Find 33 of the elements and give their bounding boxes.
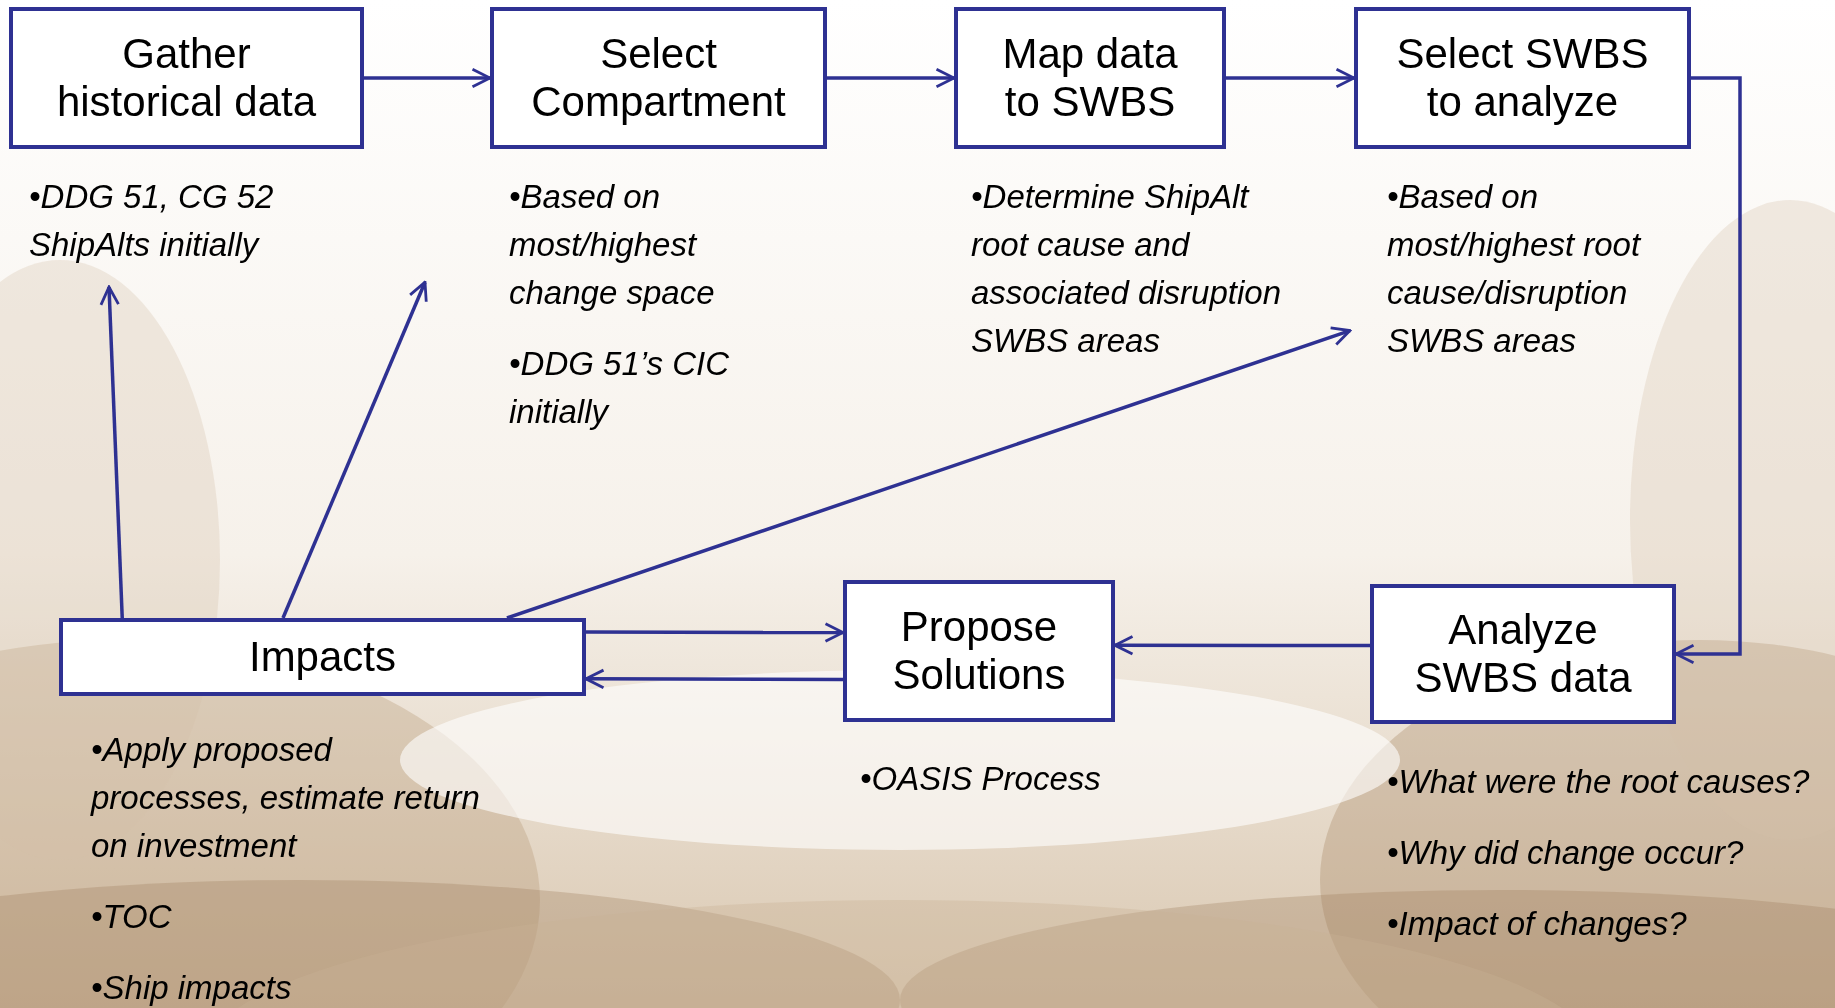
- bullet-text: •Impact of changes?: [1387, 904, 1688, 944]
- bullet-text: •DDG 51, CG 52 ShipAlts initially: [29, 177, 275, 265]
- arrow: [281, 280, 428, 619]
- bullet-text: •Based on most/highest change space: [509, 177, 716, 313]
- bullet-text: •Apply proposed processes, estimate return on investment: [91, 730, 481, 866]
- box-label: Propose Solutions: [891, 602, 1067, 700]
- box-label: Select SWBS to analyze: [1395, 29, 1650, 127]
- process-box: [490, 7, 827, 149]
- box-label: Map data to SWBS: [1001, 29, 1179, 127]
- process-box: [843, 580, 1115, 722]
- arrow: [364, 67, 492, 89]
- process-box: [1370, 584, 1676, 724]
- bullet-text: •Based on most/highest root cause/disruption SWBS areas: [1387, 177, 1643, 361]
- process-box: [954, 7, 1226, 149]
- arrow: [586, 622, 845, 643]
- box-label: Analyze SWBS data: [1413, 605, 1633, 703]
- arrow: [1226, 67, 1356, 89]
- bullet-text: •Why did change occur?: [1387, 833, 1745, 873]
- box-label: Select Compartment: [530, 29, 787, 127]
- process-box: [1354, 7, 1691, 149]
- bullet-text: •OASIS Process: [860, 759, 1102, 799]
- box-label: Impacts: [248, 632, 396, 682]
- process-box: [59, 618, 586, 696]
- bullet-text: •Determine ShipAlt root cause and associated disruption SWBS areas: [971, 177, 1283, 361]
- arrow: [99, 285, 124, 619]
- box-label: Gather historical data: [55, 29, 318, 127]
- bullet-text: •DDG 51’s CIC initially: [509, 344, 730, 432]
- bullet-text: •What were the root causes?: [1387, 762, 1811, 802]
- process-box: [9, 7, 364, 149]
- arrow: [827, 67, 956, 89]
- arrow: [506, 326, 1352, 620]
- bullet-text: •TOC: [91, 897, 173, 937]
- bullet-text: •Ship impacts: [91, 968, 293, 1008]
